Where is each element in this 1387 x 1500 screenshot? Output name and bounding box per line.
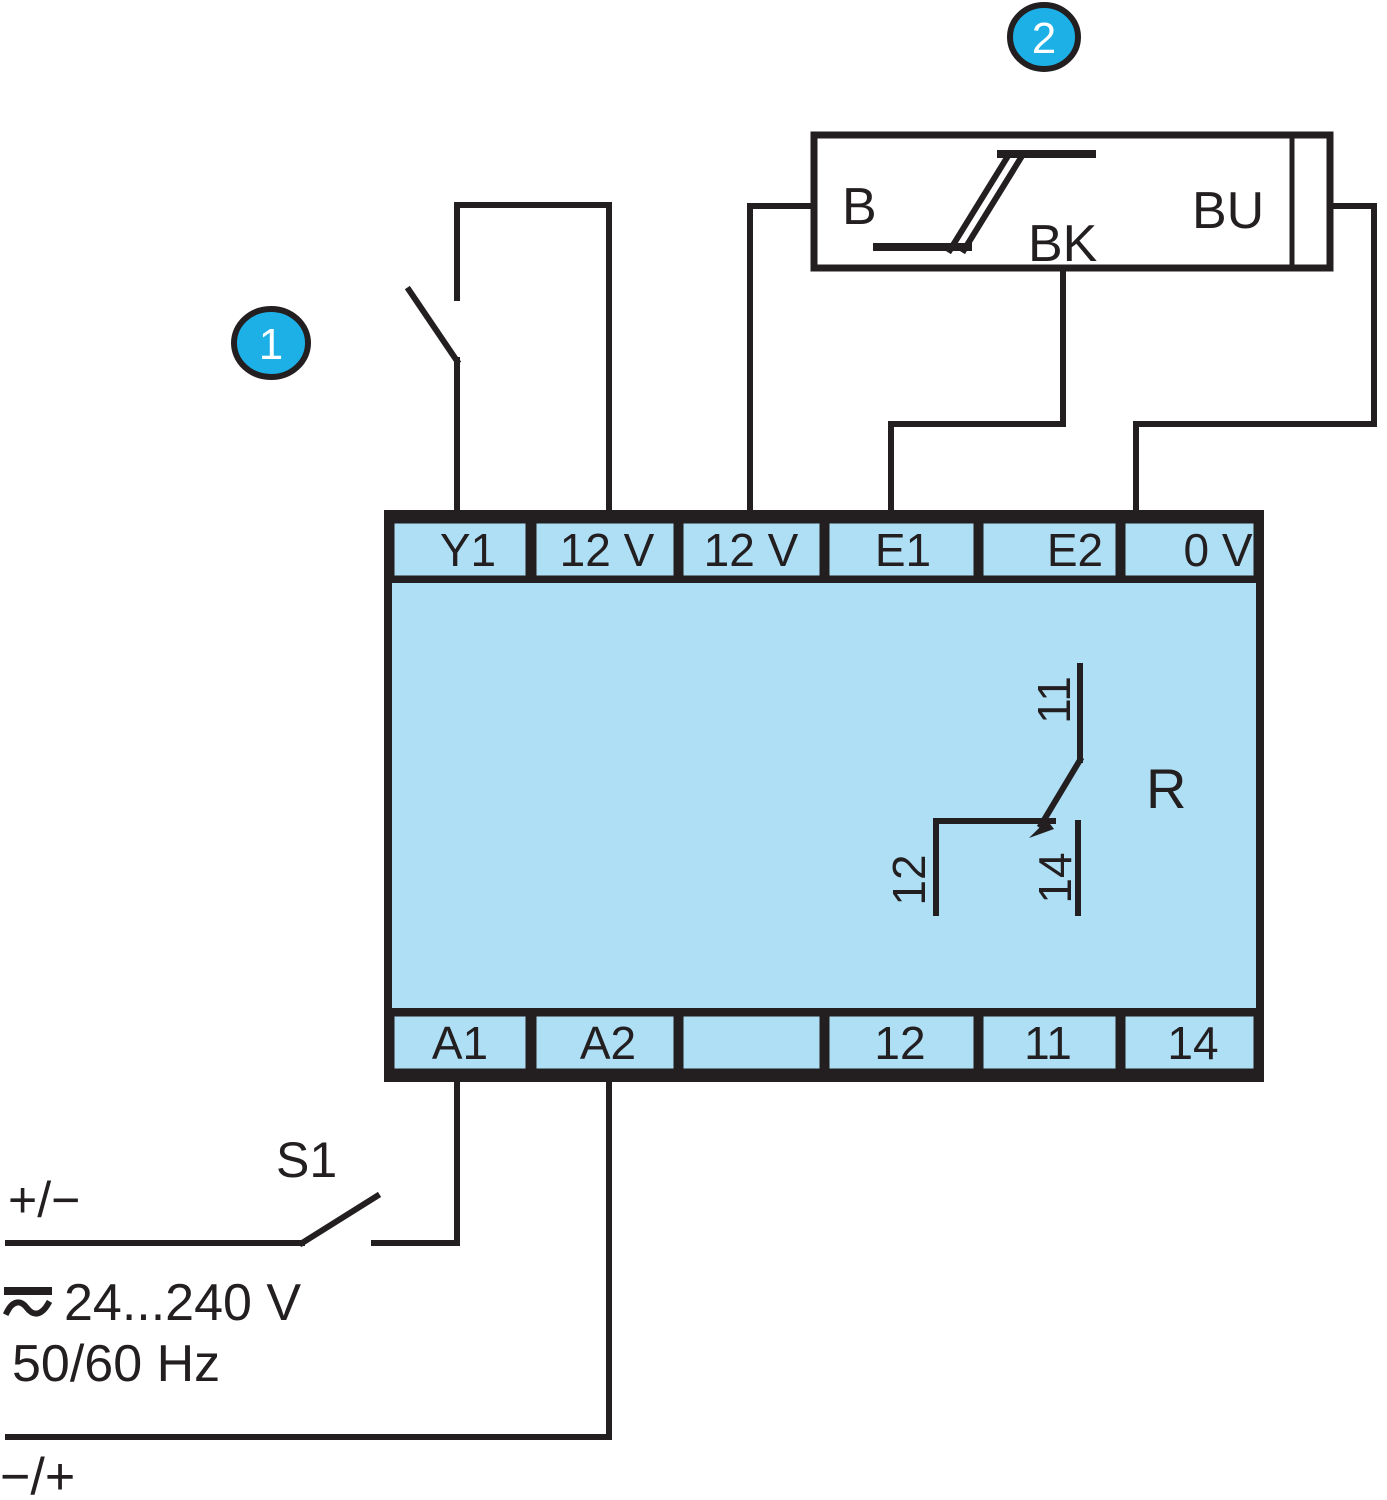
wire-12v-to-sensor-b <box>747 203 815 525</box>
terminal-14 <box>1120 1011 1259 1074</box>
terminal-12v-2-label: 12 V <box>704 524 799 576</box>
terminal-12v-2 <box>678 518 825 581</box>
polarity-bottom-label: −/+ <box>0 1448 75 1500</box>
terminal-blank <box>678 1011 825 1074</box>
sensor-symbol-diagonal-2 <box>959 151 1027 255</box>
terminal-y1 <box>389 518 531 581</box>
relay-letter: R <box>1146 757 1186 820</box>
voltage-range-label: 24...240 V <box>64 1274 301 1332</box>
badge-1-circle <box>231 306 311 380</box>
relay-outline <box>384 510 1264 1082</box>
terminal-0v-label: 0 V <box>1183 524 1252 576</box>
polarity-top-label: +/− <box>8 1172 80 1228</box>
badge-2-circle <box>1007 2 1081 72</box>
callout-badge-1: 1 <box>231 306 311 380</box>
terminal-14-label: 14 <box>1167 1017 1218 1069</box>
contact-12-label: 12 <box>883 854 935 905</box>
proximity-sensor-icon <box>873 150 1096 255</box>
top-terminal-row: Y1 12 V 12 V E1 E2 0 V <box>389 518 1259 581</box>
terminal-a2 <box>531 1011 679 1074</box>
terminal-a1-label: A1 <box>432 1017 488 1069</box>
wire-bk-to-e1 <box>888 265 1066 525</box>
terminal-12-label: 12 <box>874 1017 925 1069</box>
terminal-12 <box>824 1011 979 1074</box>
terminal-0v <box>1120 518 1259 581</box>
terminal-12v-1 <box>531 518 679 581</box>
wire-bu-to-0v <box>1133 203 1377 525</box>
sensor-box: B BK BU <box>810 131 1334 273</box>
contact-11-label: 11 <box>1028 676 1080 724</box>
terminal-y1-label: Y1 <box>440 524 496 576</box>
terminal-e2-label: E2 <box>1047 524 1103 576</box>
frequency-label: 50/60 Hz <box>12 1335 220 1393</box>
wiring <box>5 202 1377 1440</box>
terminal-11 <box>978 1011 1121 1074</box>
bottom-terminal-row: A1 A2 12 11 14 <box>389 1011 1259 1074</box>
wire-a1-to-s1 <box>371 1067 460 1246</box>
contact-14-label: 14 <box>1029 852 1081 903</box>
contact-12-line <box>933 818 1056 916</box>
ac-dc-icon <box>2 1287 53 1317</box>
s1-label: S1 <box>276 1132 337 1188</box>
terminal-e1-label: E1 <box>875 524 931 576</box>
terminal-e1 <box>824 518 979 581</box>
ac-dc-tilde <box>2 1299 53 1317</box>
terminal-a2-label: A2 <box>580 1017 636 1069</box>
switch1-blade <box>404 285 462 366</box>
sensor-label-b: B <box>842 178 877 236</box>
badge-2-number: 2 <box>1032 14 1056 63</box>
wire-switch1-to-12v <box>454 202 612 525</box>
relay-block: Y1 12 V 12 V E1 E2 0 V A1 A2 12 11 14 <box>384 510 1264 1082</box>
sensor-label-bk: BK <box>1028 215 1098 273</box>
wire-a2-to-bottom-rail <box>5 1067 612 1440</box>
changeover-contact-symbol: 11 12 14 R <box>883 663 1186 916</box>
sensor-label-bu: BU <box>1192 182 1264 240</box>
contact-blade <box>1036 755 1085 830</box>
terminal-e2 <box>978 518 1121 581</box>
sensor-symbol-diagonal-1 <box>945 151 1013 255</box>
terminal-12v-1-label: 12 V <box>560 524 655 576</box>
supply-section: S1 +/− 24...240 V 50/60 Hz −/+ <box>0 1132 337 1500</box>
terminal-a1 <box>389 1011 531 1074</box>
callout-badge-2: 2 <box>1007 2 1081 72</box>
badge-1-number: 1 <box>259 320 283 369</box>
terminal-11-label: 11 <box>1024 1017 1072 1069</box>
s1-blade <box>297 1191 382 1248</box>
contact-blade-arrow <box>1029 820 1054 838</box>
